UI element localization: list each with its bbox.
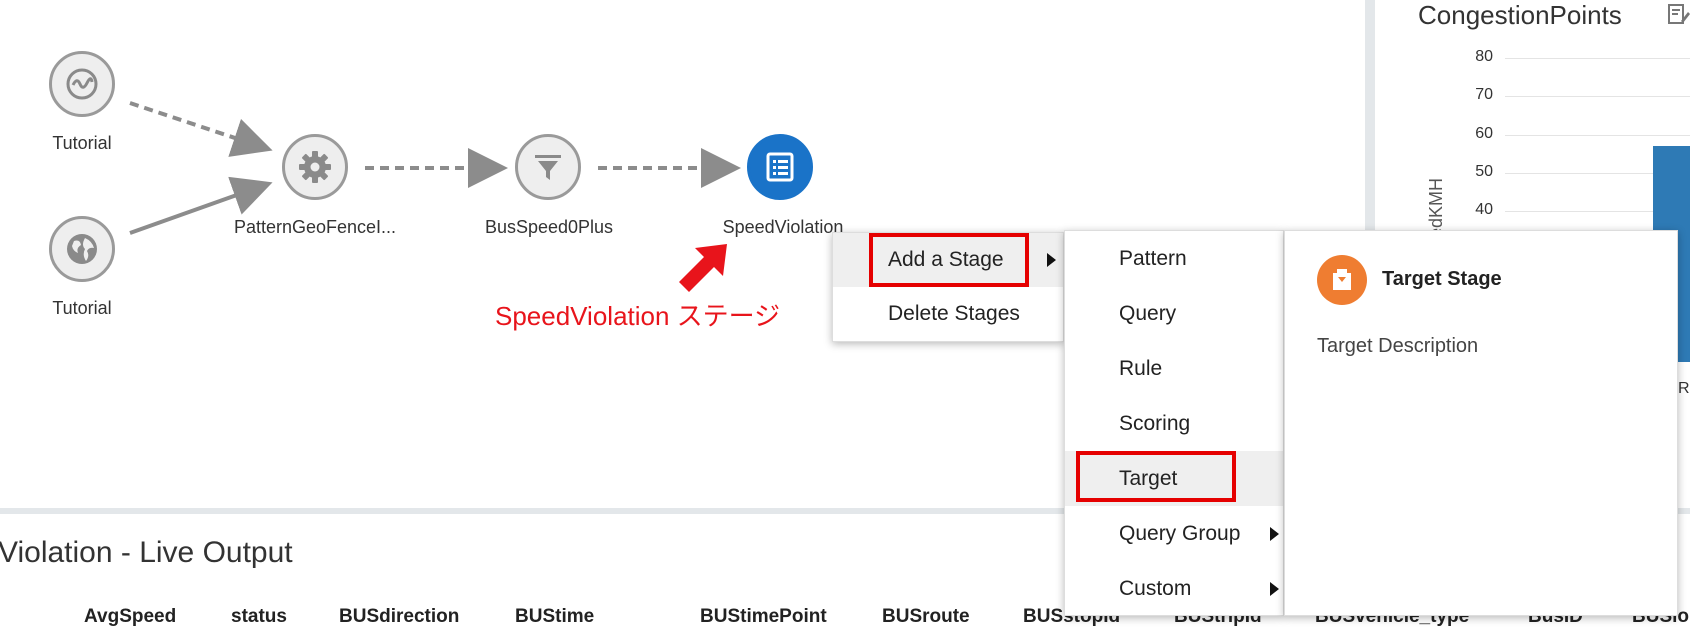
column-header-busdirection[interactable]: BUSdirection xyxy=(339,606,460,627)
menu-item-rule-label: Rule xyxy=(1119,357,1163,380)
stage-type-submenu: Pattern Query Rule Scoring Target Query … xyxy=(1064,230,1284,616)
annotation-speedviolation-stage: SpeedViolation ステージ xyxy=(495,301,781,331)
stage-node-tutorial-stream[interactable] xyxy=(49,51,115,117)
pipeline-connectors xyxy=(129,101,741,235)
gear-icon xyxy=(299,151,331,183)
menu-item-query-group[interactable]: Query Group xyxy=(1065,506,1283,561)
chart-gridline xyxy=(1505,172,1690,174)
column-header-bustimepoint[interactable]: BUStimePoint xyxy=(700,606,827,627)
column-header-status[interactable]: status xyxy=(231,606,287,627)
menu-item-delete-stages[interactable]: Delete Stages xyxy=(833,287,1063,341)
stage-label-tutorial-1: Tutorial xyxy=(52,133,112,153)
menu-item-target[interactable]: Target xyxy=(1065,451,1283,506)
chart-gridline xyxy=(1505,96,1690,98)
chart-title: CongestionPoints xyxy=(1418,0,1622,30)
menu-item-pattern-label: Pattern xyxy=(1119,247,1187,270)
stage-info-description: Target Description xyxy=(1317,335,1479,357)
live-output-title: Violation - Live Output xyxy=(0,536,293,569)
menu-item-query-group-label: Query Group xyxy=(1119,522,1241,545)
menu-item-custom[interactable]: Custom xyxy=(1065,561,1283,616)
stage-node-pattern-geofence[interactable] xyxy=(282,134,348,200)
submenu-arrow-icon xyxy=(1270,527,1279,541)
menu-item-target-label: Target xyxy=(1119,467,1178,490)
menu-item-delete-stages-label: Delete Stages xyxy=(888,302,1020,325)
menu-item-add-a-stage-label: Add a Stage xyxy=(888,248,1004,271)
stage-node-busspeed0plus[interactable] xyxy=(515,134,581,200)
target-stage-icon xyxy=(1333,269,1351,290)
chart-gridline xyxy=(1505,134,1690,136)
menu-item-scoring-label: Scoring xyxy=(1119,412,1191,435)
submenu-arrow-icon xyxy=(1270,582,1279,596)
stage-label-pattern-geofence: PatternGeoFenceI... xyxy=(233,217,397,237)
stage-label-busspeed0plus: BusSpeed0Plus xyxy=(484,217,614,237)
annotation-arrow-icon xyxy=(679,244,727,292)
stage-label-tutorial-2: Tutorial xyxy=(52,298,112,318)
stream-wave-icon xyxy=(66,68,98,100)
chart-x-tick-label: R1 xyxy=(1678,380,1690,397)
filter-icon xyxy=(535,155,561,180)
submenu-arrow-icon xyxy=(1047,253,1056,267)
menu-item-query[interactable]: Query xyxy=(1065,286,1283,341)
stage-label-speedviolation: SpeedViolation xyxy=(722,217,844,237)
target-stage-badge xyxy=(1317,255,1367,305)
column-header-bustime[interactable]: BUStime xyxy=(515,606,595,627)
menu-item-query-label: Query xyxy=(1119,302,1177,325)
column-header-busroute[interactable]: BUSroute xyxy=(882,606,970,627)
menu-item-custom-label: Custom xyxy=(1119,577,1192,600)
chart-y-axis-label: edKMH xyxy=(1426,177,1446,238)
connector-tutorial1-to-pattern xyxy=(129,101,273,157)
stage-info-panel: Target Stage Target Description xyxy=(1284,230,1678,616)
menu-item-rule[interactable]: Rule xyxy=(1065,341,1283,396)
connector-tutorial2-to-pattern xyxy=(129,176,273,235)
edit-icon[interactable] xyxy=(1667,2,1690,26)
menu-item-scoring[interactable]: Scoring xyxy=(1065,396,1283,451)
column-header-avgspeed[interactable]: AvgSpeed xyxy=(84,606,177,627)
chart-y-tick-label: 50 xyxy=(1475,162,1493,180)
chart-gridline xyxy=(1505,58,1690,59)
stage-node-tutorial-globe[interactable] xyxy=(49,216,115,282)
chart-y-tick-label: 80 xyxy=(1475,48,1493,65)
chart-gridline xyxy=(1505,211,1690,213)
stage-info-title: Target Stage xyxy=(1382,268,1502,290)
chart-y-tick-label: 40 xyxy=(1475,201,1493,219)
menu-item-pattern[interactable]: Pattern xyxy=(1065,231,1283,286)
globe-icon xyxy=(67,234,97,264)
chart-y-tick-label: 60 xyxy=(1475,124,1493,142)
stage-node-speedviolation[interactable] xyxy=(747,134,813,200)
chart-y-tick-label: 70 xyxy=(1475,86,1493,104)
stage-context-menu: Add a Stage Delete Stages xyxy=(832,232,1064,342)
highlight-box-target xyxy=(1076,451,1236,502)
horizontal-splitter[interactable] xyxy=(0,508,1690,514)
list-icon xyxy=(766,152,794,182)
highlight-box-add-a-stage xyxy=(869,233,1029,287)
